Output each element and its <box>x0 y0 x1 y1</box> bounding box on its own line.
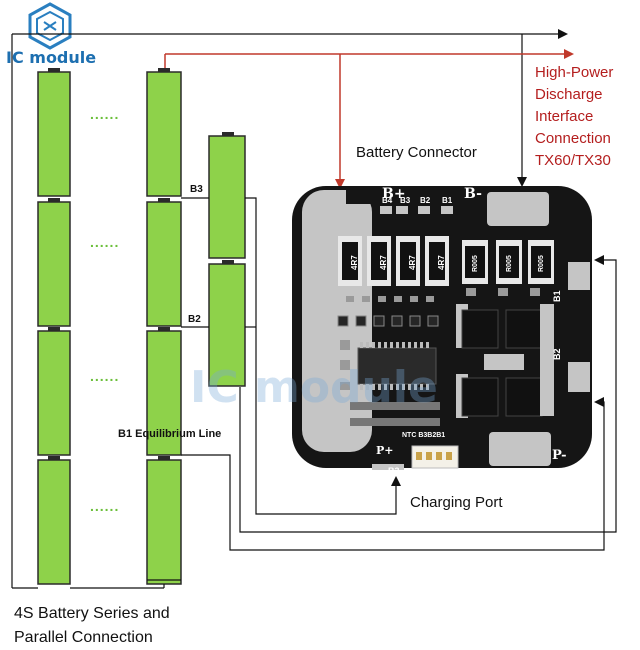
series-parallel-caption: 4S Battery Series and Parallel Connectio… <box>14 602 170 650</box>
resistor-label: R005 <box>538 255 545 272</box>
cells-ellipsis: ...... <box>90 498 120 514</box>
pcb-b3-label: B3 <box>388 466 400 476</box>
caption-line: Parallel Connection <box>14 629 153 646</box>
b3-pad <box>372 464 404 470</box>
cells-ellipsis: ...... <box>90 368 120 384</box>
brand-logo-text: IC module <box>6 48 97 67</box>
battery-column-1 <box>37 68 71 585</box>
pcb-p-plus-label: P+ <box>376 444 394 457</box>
high-power-label: High-Power Discharge Interface Connectio… <box>535 62 613 172</box>
b2-wire-label: B2 <box>188 314 201 325</box>
b1-equilibrium-line-label: B1 Equilibrium Line <box>118 428 222 440</box>
bms-pcb-board <box>292 186 592 470</box>
b3-wire-label: B3 <box>190 184 203 195</box>
b-minus-pad <box>487 192 549 226</box>
pcb-b1-label: B1 <box>552 290 562 302</box>
smd-components <box>337 288 540 426</box>
pcb-header-b1: B1 <box>442 196 453 205</box>
resistor-label: 4R7 <box>350 255 359 270</box>
pcb-b2-label: B2 <box>552 348 562 360</box>
b1-pad <box>568 262 590 290</box>
cells-ellipsis: ...... <box>90 106 120 122</box>
mosfet-array <box>456 304 554 418</box>
battery-column-2 <box>146 68 182 585</box>
battery-side-cells <box>208 132 246 387</box>
resistor-label: R005 <box>472 255 479 272</box>
pcb-b-plus-label: B+ <box>382 186 406 202</box>
resistor-label: R005 <box>506 255 513 272</box>
pcb-p-minus-label: P- <box>552 448 567 463</box>
resistor-label: 4R7 <box>408 255 417 270</box>
battery-connector-label: Battery Connector <box>356 144 477 161</box>
protection-ic <box>357 342 437 390</box>
hexagon-logo-icon <box>28 2 72 50</box>
charging-port-label: Charging Port <box>410 494 503 511</box>
pcb-header-b4: B4 <box>382 196 393 205</box>
pcb-header-b3: B3 <box>400 196 411 205</box>
caption-line: 4S Battery Series and <box>14 605 170 622</box>
top-wire <box>11 29 568 589</box>
charging-port-connector <box>411 445 459 469</box>
p-minus-pad <box>489 432 551 466</box>
balance-wires <box>181 197 617 551</box>
watermark-text: IC module <box>190 362 438 413</box>
pcb-b-minus-label: B- <box>464 186 482 202</box>
high-power-line: Interface <box>535 108 594 125</box>
pcb-ntc-row: NTC B3B2B1 <box>402 432 446 439</box>
high-power-line: High-Power <box>535 64 614 81</box>
resistor-array <box>338 236 554 286</box>
resistor-label: 4R7 <box>379 255 388 270</box>
high-power-line: Discharge <box>535 86 603 103</box>
pcb-header-b2: B2 <box>420 196 431 205</box>
cells-ellipsis: ...... <box>90 234 120 250</box>
b2-pad <box>568 362 590 392</box>
resistor-label: 4R7 <box>437 255 446 270</box>
high-power-line: Connection <box>535 130 611 147</box>
high-power-line: TX60/TX30 <box>535 152 611 169</box>
